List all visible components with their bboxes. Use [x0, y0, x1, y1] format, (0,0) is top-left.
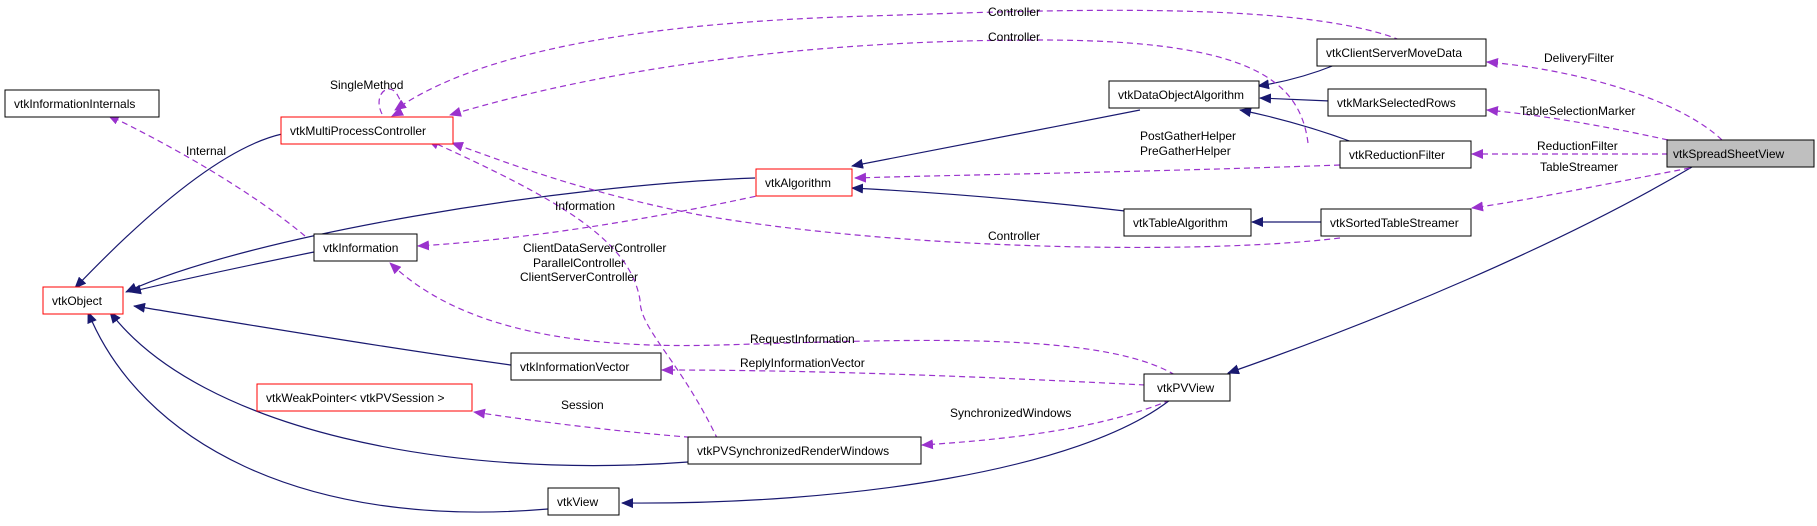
svg-text:vtkAlgorithm: vtkAlgorithm — [765, 176, 831, 190]
node-vtkobject[interactable]: vtkObject — [42, 286, 124, 315]
node-vtkview[interactable]: vtkView — [547, 487, 620, 516]
edge-dataobject-to-algorithm — [851, 109, 1141, 169]
edge-spreadsheet-to-pvview — [1227, 166, 1693, 375]
svg-text:vtkInformation: vtkInformation — [323, 241, 398, 255]
edge-multiprocess-singlemethod — [378, 88, 405, 117]
label-session: Session — [561, 398, 604, 412]
edge-tablealgorithm-to-algorithm — [851, 183, 1126, 212]
label-client-server-controller: ClientServerController — [520, 270, 638, 284]
svg-text:vtkDataObjectAlgorithm: vtkDataObjectAlgorithm — [1118, 88, 1244, 102]
label-controller-lower: Controller — [988, 229, 1040, 243]
edge-pvview-replyinformationvector — [661, 365, 1146, 386]
node-vtksortedtablestreamer[interactable]: vtkSortedTableStreamer — [1320, 208, 1472, 237]
label-client-data-server-controller: ClientDataServerController — [523, 241, 666, 255]
node-vtkdataobjectalgorithm[interactable]: vtkDataObjectAlgorithm — [1108, 80, 1260, 109]
label-request-information: RequestInformation — [750, 332, 855, 346]
svg-text:vtkPVSynchronizedRenderWindows: vtkPVSynchronizedRenderWindows — [697, 444, 889, 458]
label-single-method: SingleMethod — [330, 78, 403, 92]
node-vtkmarkselectedrows[interactable]: vtkMarkSelectedRows — [1327, 88, 1487, 117]
svg-text:vtkMarkSelectedRows: vtkMarkSelectedRows — [1337, 96, 1456, 110]
label-reply-information-vector: ReplyInformationVector — [740, 356, 865, 370]
edge-clientserver-to-dataobject — [1257, 64, 1336, 90]
node-vtkclientservermovedata[interactable]: vtkClientServerMoveData — [1316, 38, 1487, 67]
edge-syncwindows-session — [473, 408, 701, 439]
label-synchronized-windows: SynchronizedWindows — [950, 406, 1071, 420]
edge-syncwindows-to-object — [109, 311, 689, 467]
edge-multiprocess-to-object — [74, 133, 283, 289]
edge-algorithm-information — [417, 191, 776, 251]
svg-text:vtkClientServerMoveData: vtkClientServerMoveData — [1326, 46, 1462, 60]
svg-text:vtkPVView: vtkPVView — [1157, 381, 1214, 395]
node-vtkreductionfilter[interactable]: vtkReductionFilter — [1339, 140, 1472, 169]
svg-text:vtkSortedTableStreamer: vtkSortedTableStreamer — [1330, 216, 1459, 230]
svg-text:vtkSpreadSheetView: vtkSpreadSheetView — [1673, 147, 1785, 161]
node-vtkpvsynchronizedrenderwindows[interactable]: vtkPVSynchronizedRenderWindows — [687, 436, 922, 465]
edge-pvview-synchronizedwindows — [921, 399, 1171, 450]
node-vtkinformationinternals[interactable]: vtkInformationInternals — [4, 89, 160, 118]
label-pre-gather-helper: PreGatherHelper — [1140, 144, 1231, 158]
label-internal: Internal — [186, 144, 226, 158]
label-table-selection-marker: TableSelectionMarker — [1520, 104, 1635, 118]
edge-information-internal — [107, 114, 306, 237]
edge-spreadsheet-deliveryfilter — [1486, 57, 1723, 141]
label-controller-mid: Controller — [988, 30, 1040, 44]
edge-sorted-controller — [451, 141, 1341, 249]
edge-reduction-to-dataobject — [1239, 107, 1356, 144]
edge-infovector-to-object — [133, 302, 512, 366]
label-reduction-filter: ReductionFilter — [1537, 139, 1618, 153]
edge-information-to-object — [129, 251, 315, 295]
node-vtkinformationvector[interactable]: vtkInformationVector — [510, 352, 662, 381]
node-vtkspreadsheetview[interactable]: vtkSpreadSheetView — [1666, 139, 1815, 168]
edge-clientserver-controller — [394, 9, 1401, 111]
node-vtkmultiprocesscontroller[interactable]: vtkMultiProcessController — [280, 116, 454, 145]
edge-syncwindows-controllers — [427, 139, 719, 441]
node-vtkpvview[interactable]: vtkPVView — [1143, 373, 1231, 402]
svg-text:vtkReductionFilter: vtkReductionFilter — [1349, 148, 1445, 162]
edge-algorithm-to-object — [125, 177, 756, 293]
edge-reduction-helpers — [854, 164, 1341, 183]
svg-text:vtkView: vtkView — [557, 495, 598, 509]
label-information: Information — [555, 199, 615, 213]
svg-text:vtkObject: vtkObject — [52, 294, 103, 308]
label-controller-top: Controller — [988, 5, 1040, 19]
svg-text:vtkInformationVector: vtkInformationVector — [520, 360, 629, 374]
edge-spreadsheet-tableselectionmarker — [1486, 106, 1669, 141]
svg-text:vtkInformationInternals: vtkInformationInternals — [14, 97, 135, 111]
edge-spreadsheet-tablestreamer — [1471, 167, 1691, 212]
node-vtktablealgorithm[interactable]: vtkTableAlgorithm — [1123, 208, 1252, 237]
edge-markselected-to-dataobject — [1259, 93, 1331, 104]
svg-text:vtkMultiProcessController: vtkMultiProcessController — [290, 124, 426, 138]
edge-pvview-to-view — [621, 399, 1171, 509]
label-table-streamer: TableStreamer — [1540, 160, 1618, 174]
svg-text:vtkWeakPointer< vtkPVSession >: vtkWeakPointer< vtkPVSession > — [266, 391, 445, 405]
svg-text:vtkTableAlgorithm: vtkTableAlgorithm — [1133, 216, 1228, 230]
edge-view-to-object — [87, 311, 549, 513]
node-vtkalgorithm[interactable]: vtkAlgorithm — [755, 168, 853, 197]
label-parallel-controller: ParallelController — [533, 256, 625, 270]
node-vtkweakpointer-vtkpvsession[interactable]: vtkWeakPointer< vtkPVSession > — [256, 383, 473, 412]
node-vtkinformation[interactable]: vtkInformation — [313, 233, 418, 262]
label-post-gather-helper: PostGatherHelper — [1140, 129, 1236, 143]
label-delivery-filter: DeliveryFilter — [1544, 51, 1614, 65]
edge-pvview-requestinformation — [389, 262, 1176, 376]
